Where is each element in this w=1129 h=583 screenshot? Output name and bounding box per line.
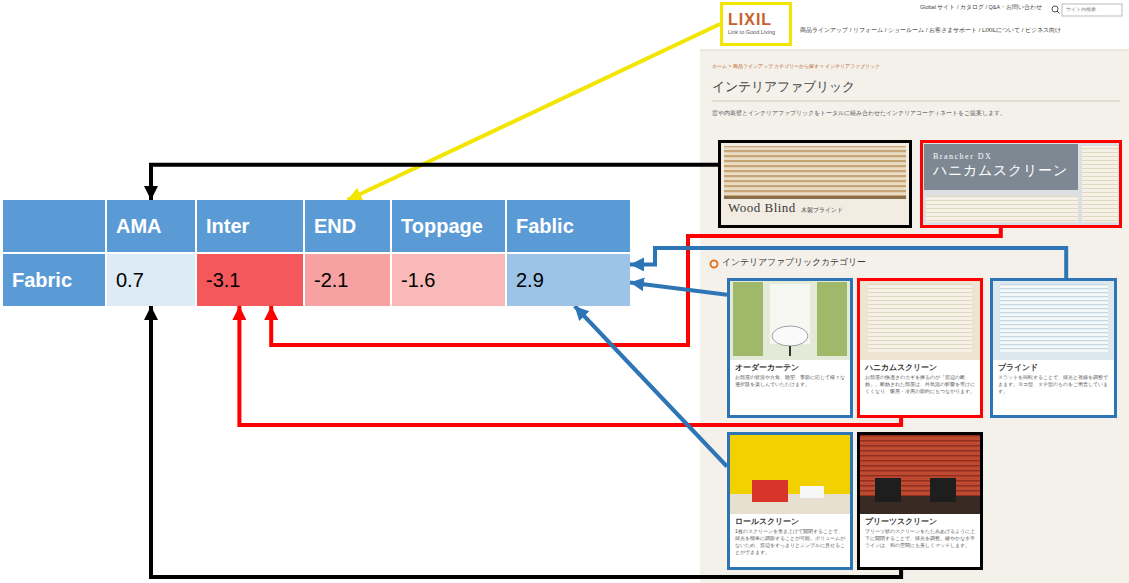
heading-rule xyxy=(712,101,1120,102)
value-cell: -1.6 xyxy=(392,254,505,306)
nav-link: Global サイト / カタログ / Q&A・お問い合わせ xyxy=(920,4,1042,10)
chair-leg xyxy=(789,346,791,356)
chair xyxy=(772,326,808,346)
wood-blind-photo xyxy=(718,140,912,228)
node-subtext: お部屋の状況や方角、眺望、季節に応じて様々な選択肢を楽しんでいただけます。 xyxy=(735,374,845,388)
tile-text-ground xyxy=(727,514,853,570)
node-title: -1.6 xyxy=(401,268,435,292)
arrow-connector xyxy=(575,306,727,467)
node-title: オーダーカーテン xyxy=(735,363,845,372)
node-title: ロールスクリーン xyxy=(735,517,845,526)
node-subtext: Link to Good Living xyxy=(728,29,775,36)
wood-blind-slats xyxy=(724,146,906,196)
node-title: LIXIL xyxy=(728,12,772,29)
node-title: 0.7 xyxy=(116,268,144,292)
site-header-bar xyxy=(700,0,1129,50)
tile-text-ground xyxy=(727,360,853,418)
curtain xyxy=(733,282,763,356)
header-rule xyxy=(700,50,1129,51)
chair xyxy=(930,478,956,502)
node-title: ブラインド xyxy=(998,363,1109,372)
chair xyxy=(875,478,901,502)
search-icon-handle xyxy=(1057,11,1060,14)
value-cell: -2.1 xyxy=(305,254,390,306)
logo-box: LIXILLink to Good Living xyxy=(720,2,792,46)
honeycomb-screen xyxy=(926,196,1078,222)
node-subtext: プリーツ状のスクリーンをたたみあげるように上下に開閉することで、採光を調整。緩や… xyxy=(865,528,975,549)
arrow-connector xyxy=(630,283,727,295)
arrow-connector xyxy=(151,165,718,200)
search-box xyxy=(1062,4,1122,16)
value-cell: 0.7 xyxy=(107,254,195,306)
node-subtext: ハニカムスクリーン xyxy=(933,163,1068,180)
node-title: Fablic xyxy=(516,214,574,238)
node-title: Toppage xyxy=(401,214,483,238)
column-header: Toppage xyxy=(392,200,505,252)
node-title: 2.9 xyxy=(516,268,544,292)
node-title: ハニカムスクリーン xyxy=(865,363,975,372)
breadcrumb: ホーム > 商品ラインアップ カテゴリーから探す > インテリアファブリック xyxy=(712,64,880,70)
node-title: AMA xyxy=(116,214,162,238)
category-icon xyxy=(711,261,718,268)
section-heading: インテリアファブリックカテゴリー xyxy=(722,257,866,267)
tile-text-ground xyxy=(857,514,983,570)
node-subtext: お部屋の快適さのカギを握るのが「窓辺の断熱」。断熱された部屋は、外気温の影響を受… xyxy=(865,374,975,395)
search-placeholder: サイト内検索 xyxy=(1066,7,1096,13)
node-subtext: 1枚のスクリーンを巻き上げて開閉することで、採光を簡単に調節することが可能。ボリ… xyxy=(735,528,845,556)
tile-text-ground xyxy=(857,360,983,418)
pleated-screen-photo xyxy=(857,432,983,514)
node-title: -2.1 xyxy=(314,268,348,292)
table xyxy=(800,486,824,498)
red-sofa xyxy=(752,480,788,502)
table-corner-cell xyxy=(3,200,105,252)
category-tile: オーダーカーテンお部屋の状況や方角、眺望、季節に応じて様々な選択肢を楽しんでいた… xyxy=(727,278,853,418)
value-cell: -3.1 xyxy=(197,254,303,306)
page-description: 窓や内装壁とインテリアファブリックをトータルに組み合わせたインテリアコーディネー… xyxy=(712,110,1006,116)
column-header: Inter xyxy=(197,200,303,252)
tile-text-ground xyxy=(990,360,1117,418)
floor xyxy=(727,494,853,514)
category-tile: ロールスクリーン 1枚のスクリーンを巻き上げて開閉することで、採光を簡単に調節する… xyxy=(727,432,853,570)
roll-screen-photo xyxy=(727,432,853,514)
honeycomb-photo xyxy=(857,278,983,360)
node-title: Wood Blind xyxy=(728,200,796,216)
arrow-connector xyxy=(151,306,901,577)
blind-photo xyxy=(990,278,1117,360)
curtain-photo xyxy=(727,278,853,360)
column-header: AMA xyxy=(107,200,195,252)
column-header: END xyxy=(305,200,390,252)
node-title: Fabric xyxy=(12,268,72,292)
category-tile: ブラインドスラットを回転することで、採光と視線を調整できます。ヨコ型、タテ型のも… xyxy=(990,278,1117,418)
wood-blind-rail xyxy=(724,196,906,199)
node-title: END xyxy=(314,214,356,238)
honeycomb-screen xyxy=(868,284,972,352)
value-cell: 2.9 xyxy=(507,254,630,306)
node-subtext: 木製ブラインド xyxy=(801,207,843,214)
arrow-connector xyxy=(630,248,1066,278)
column-header: Fablic xyxy=(507,200,630,252)
banner-text-band xyxy=(924,144,1078,190)
banner: Wood Blind 木製ブラインド xyxy=(718,140,912,228)
honeycomb-banner-photo xyxy=(920,140,1122,228)
honeycomb-screen xyxy=(1082,146,1118,222)
node-subtext: スラットを回転することで、採光と視線を調整できます。ヨコ型、タテ型のものをご用意… xyxy=(998,374,1109,395)
node-title: Brancher DX xyxy=(933,152,992,162)
arrow-connector xyxy=(239,306,901,425)
node-title: Inter xyxy=(206,214,249,238)
arrow-connector xyxy=(348,24,721,200)
node-title: -3.1 xyxy=(206,268,240,292)
blind-slats xyxy=(1000,284,1108,352)
web-page-screenshot xyxy=(700,0,1129,583)
row-header: Fabric xyxy=(3,254,105,306)
curtain xyxy=(817,282,847,356)
main-menu: 商品ラインアップ / リフォーム / ショールーム / お客さまサポート / L… xyxy=(800,27,1061,34)
banner: Brancher DXハニカムスクリーン xyxy=(920,140,1122,228)
category-tile: ハニカムスクリーンお部屋の快適さのカギを握るのが「窓辺の断熱」。断熱された部屋は… xyxy=(857,278,983,418)
category-tile: プリーツスクリーンプリーツ状のスクリーンをたたみあげるように上下に開閉することで… xyxy=(857,432,983,570)
node-title: プリーツスクリーン xyxy=(865,517,975,526)
page-heading: インテリアファブリック xyxy=(712,80,855,95)
